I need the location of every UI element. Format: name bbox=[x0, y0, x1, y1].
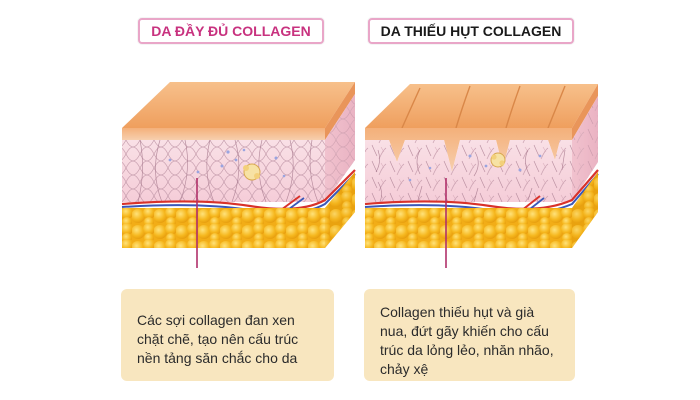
healthy-skin-title-text: DA ĐẦY ĐỦ COLLAGEN bbox=[151, 23, 311, 39]
healthy-skin-title: DA ĐẦY ĐỦ COLLAGEN bbox=[138, 18, 324, 44]
healthy-skin-description: Các sợi collagen đan xen chặt chẽ, tạo n… bbox=[121, 289, 334, 381]
deficient-skin-title: DA THIẾU HỤT COLLAGEN bbox=[368, 18, 574, 44]
healthy-skin-description-text: Các sợi collagen đan xen chặt chẽ, tạo n… bbox=[137, 312, 299, 366]
deficient-skin-title-text: DA THIẾU HỤT COLLAGEN bbox=[380, 23, 562, 39]
deficient-skin-description: Collagen thiếu hụt và già nua, đứt gãy k… bbox=[364, 289, 575, 381]
gland-icon bbox=[243, 163, 261, 181]
gland-icon bbox=[490, 152, 506, 168]
deficient-skin-block bbox=[364, 84, 599, 248]
healthy-skin-block bbox=[121, 82, 356, 248]
deficient-skin-description-text: Collagen thiếu hụt và già nua, đứt gãy k… bbox=[380, 304, 554, 377]
